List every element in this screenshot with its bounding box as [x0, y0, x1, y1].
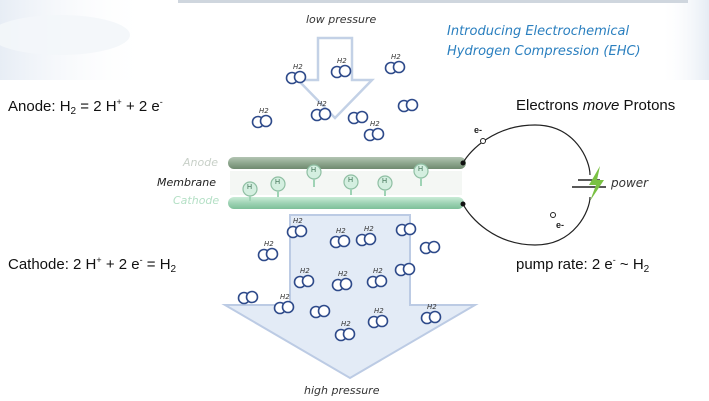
lightning-bolt-icon	[589, 166, 604, 201]
molecule-label: H2	[336, 227, 346, 235]
proton-label: H	[311, 167, 317, 174]
sky-background-right	[660, 0, 709, 80]
anode-layer-label: Anode	[183, 156, 218, 169]
molecule-label: H2	[259, 107, 269, 115]
sky-background-left	[0, 0, 150, 80]
molecule-label: H2	[364, 225, 374, 233]
proton-label: H	[382, 178, 388, 185]
molecule-label: H2	[341, 320, 351, 328]
electron-label-top: e-	[474, 125, 483, 135]
low-pressure-label: low pressure	[306, 13, 377, 26]
molecule-label: H2	[391, 53, 401, 61]
anode-equation: Anode: H2 = 2 H+ + 2 e-	[8, 97, 163, 117]
electron-label-bottom: e-	[556, 220, 565, 230]
molecule-label: H2	[293, 217, 303, 225]
low-pressure-arrow	[295, 36, 375, 120]
electron-marker-bottom	[550, 212, 556, 218]
cathode-layer-label: Cathode	[173, 194, 220, 207]
molecule-label: H2	[300, 267, 310, 275]
molecule-label: H2	[280, 293, 290, 301]
intro-title-line1: Introducing Electrochemical	[447, 24, 630, 39]
molecule-label: H2	[317, 100, 327, 108]
power-label: power	[611, 176, 649, 190]
proton-label: H	[275, 179, 281, 186]
cathode-bar	[228, 197, 464, 209]
cathode-equation: Cathode: 2 H+ + 2 e- = H2	[8, 255, 177, 275]
electrons-move-protons: Electrons move Protons	[516, 97, 676, 114]
high-pressure-label: high pressure	[304, 384, 380, 397]
molecule-label: H2	[337, 57, 347, 65]
molecule-label: H2	[373, 267, 383, 275]
intro-title-line2: Hydrogen Compression (EHC)	[447, 44, 641, 59]
molecule-label: H2	[427, 303, 437, 311]
pump-rate: pump rate: 2 e- ~ H2	[516, 255, 650, 275]
proton-label: H	[348, 177, 354, 184]
top-border-strip	[178, 0, 688, 3]
molecule-label: H2	[338, 270, 348, 278]
proton-label: H	[418, 166, 424, 173]
membrane-label: Membrane	[157, 176, 216, 189]
electron-marker-top	[480, 138, 486, 144]
protons	[242, 163, 429, 201]
anode-terminal	[460, 160, 466, 166]
molecule-label: H2	[370, 120, 380, 128]
cathode-terminal	[460, 201, 466, 207]
molecule-label: H2	[293, 63, 303, 71]
proton-label: H	[247, 184, 253, 191]
molecule-label: H2	[264, 240, 274, 248]
molecule-label: H2	[374, 307, 384, 315]
anode-bar	[228, 157, 466, 169]
external-circuit	[462, 124, 591, 246]
